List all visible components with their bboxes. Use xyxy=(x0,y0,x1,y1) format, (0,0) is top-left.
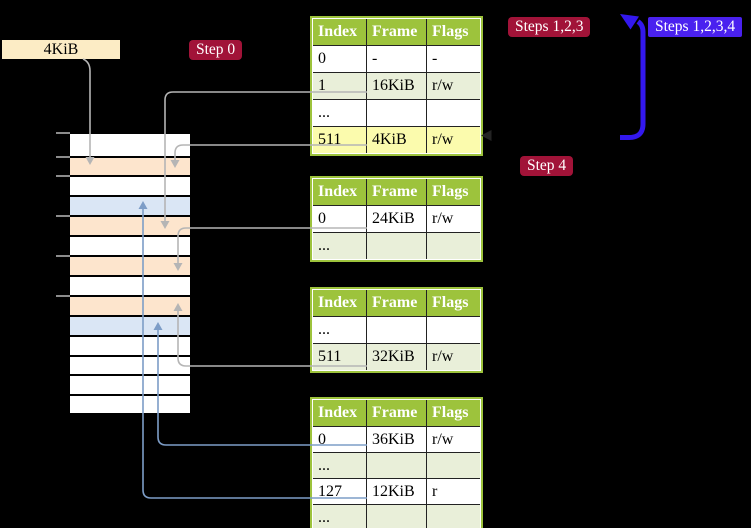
cell-frame xyxy=(367,233,427,259)
cell-index: 127 xyxy=(313,479,367,505)
steps-1234-label: Steps 1,2,3,4 xyxy=(648,17,743,37)
table-row: ... xyxy=(313,317,480,344)
cell-frame: 4KiB xyxy=(367,127,427,153)
column-header-frame: Frame xyxy=(367,400,427,427)
step0-label: Step 0 xyxy=(189,40,243,60)
cell-frame xyxy=(367,505,427,528)
cell-flags xyxy=(427,100,480,127)
cell-frame xyxy=(367,317,427,344)
steps-123-label: Steps 1,2,3 xyxy=(508,17,591,37)
column-header-index: Index xyxy=(313,290,367,317)
cell-index: 1 xyxy=(313,73,367,100)
cell-flags: r/w xyxy=(427,206,480,233)
cell-index: 0 xyxy=(313,46,367,73)
page-size-label: 4KiB xyxy=(2,40,120,59)
memory-boundary-tick xyxy=(56,175,70,177)
column-header-index: Index xyxy=(313,179,367,206)
cell-frame: 16KiB xyxy=(367,73,427,100)
cell-frame: 24KiB xyxy=(367,206,427,233)
cell-frame xyxy=(367,100,427,127)
memory-frame-free xyxy=(70,177,190,195)
table-row: ... xyxy=(313,453,480,479)
cell-index: ... xyxy=(313,505,367,528)
cell-flags: r xyxy=(427,479,480,505)
cell-flags xyxy=(427,233,480,259)
physical-memory-strip xyxy=(70,0,190,528)
step4-label: Step 4 xyxy=(520,156,574,176)
table-row: ... xyxy=(313,233,480,259)
cell-index: 0 xyxy=(313,427,367,453)
memory-boundary-tick xyxy=(56,295,70,297)
memory-boundary-tick xyxy=(56,255,70,257)
cell-index: 511 xyxy=(313,344,367,370)
cell-frame: 32KiB xyxy=(367,344,427,370)
cell-flags: r/w xyxy=(427,344,480,370)
cell-index: 511 xyxy=(313,127,367,153)
table-row: 0-- xyxy=(313,46,480,73)
cell-flags xyxy=(427,453,480,479)
column-header-index: Index xyxy=(313,400,367,427)
cell-frame: - xyxy=(367,46,427,73)
memory-frame-page_table xyxy=(70,158,190,175)
cell-index: ... xyxy=(313,317,367,344)
column-header-flags: Flags xyxy=(427,19,480,46)
table-row: ... xyxy=(313,505,480,528)
column-header-flags: Flags xyxy=(427,179,480,206)
cell-frame: 12KiB xyxy=(367,479,427,505)
memory-boundary-tick xyxy=(56,156,70,158)
column-header-flags: Flags xyxy=(427,400,480,427)
cell-frame: 36KiB xyxy=(367,427,427,453)
cell-flags: r/w xyxy=(427,427,480,453)
cell-flags: r/w xyxy=(427,127,480,153)
cell-index: ... xyxy=(313,453,367,479)
column-header-flags: Flags xyxy=(427,290,480,317)
column-header-frame: Frame xyxy=(367,19,427,46)
cell-flags xyxy=(427,317,480,344)
cell-index: ... xyxy=(313,100,367,127)
cell-flags: r/w xyxy=(427,73,480,100)
cell-flags xyxy=(427,505,480,528)
cell-frame xyxy=(367,453,427,479)
memory-boundary-tick xyxy=(56,132,70,134)
memory-boundary-tick xyxy=(56,215,70,217)
cell-index: ... xyxy=(313,233,367,259)
table-row: ... xyxy=(313,100,480,127)
column-header-frame: Frame xyxy=(367,290,427,317)
cell-index: 0 xyxy=(313,206,367,233)
column-header-frame: Frame xyxy=(367,179,427,206)
cell-flags: - xyxy=(427,46,480,73)
column-header-index: Index xyxy=(313,19,367,46)
memory-frame-free xyxy=(70,134,190,156)
